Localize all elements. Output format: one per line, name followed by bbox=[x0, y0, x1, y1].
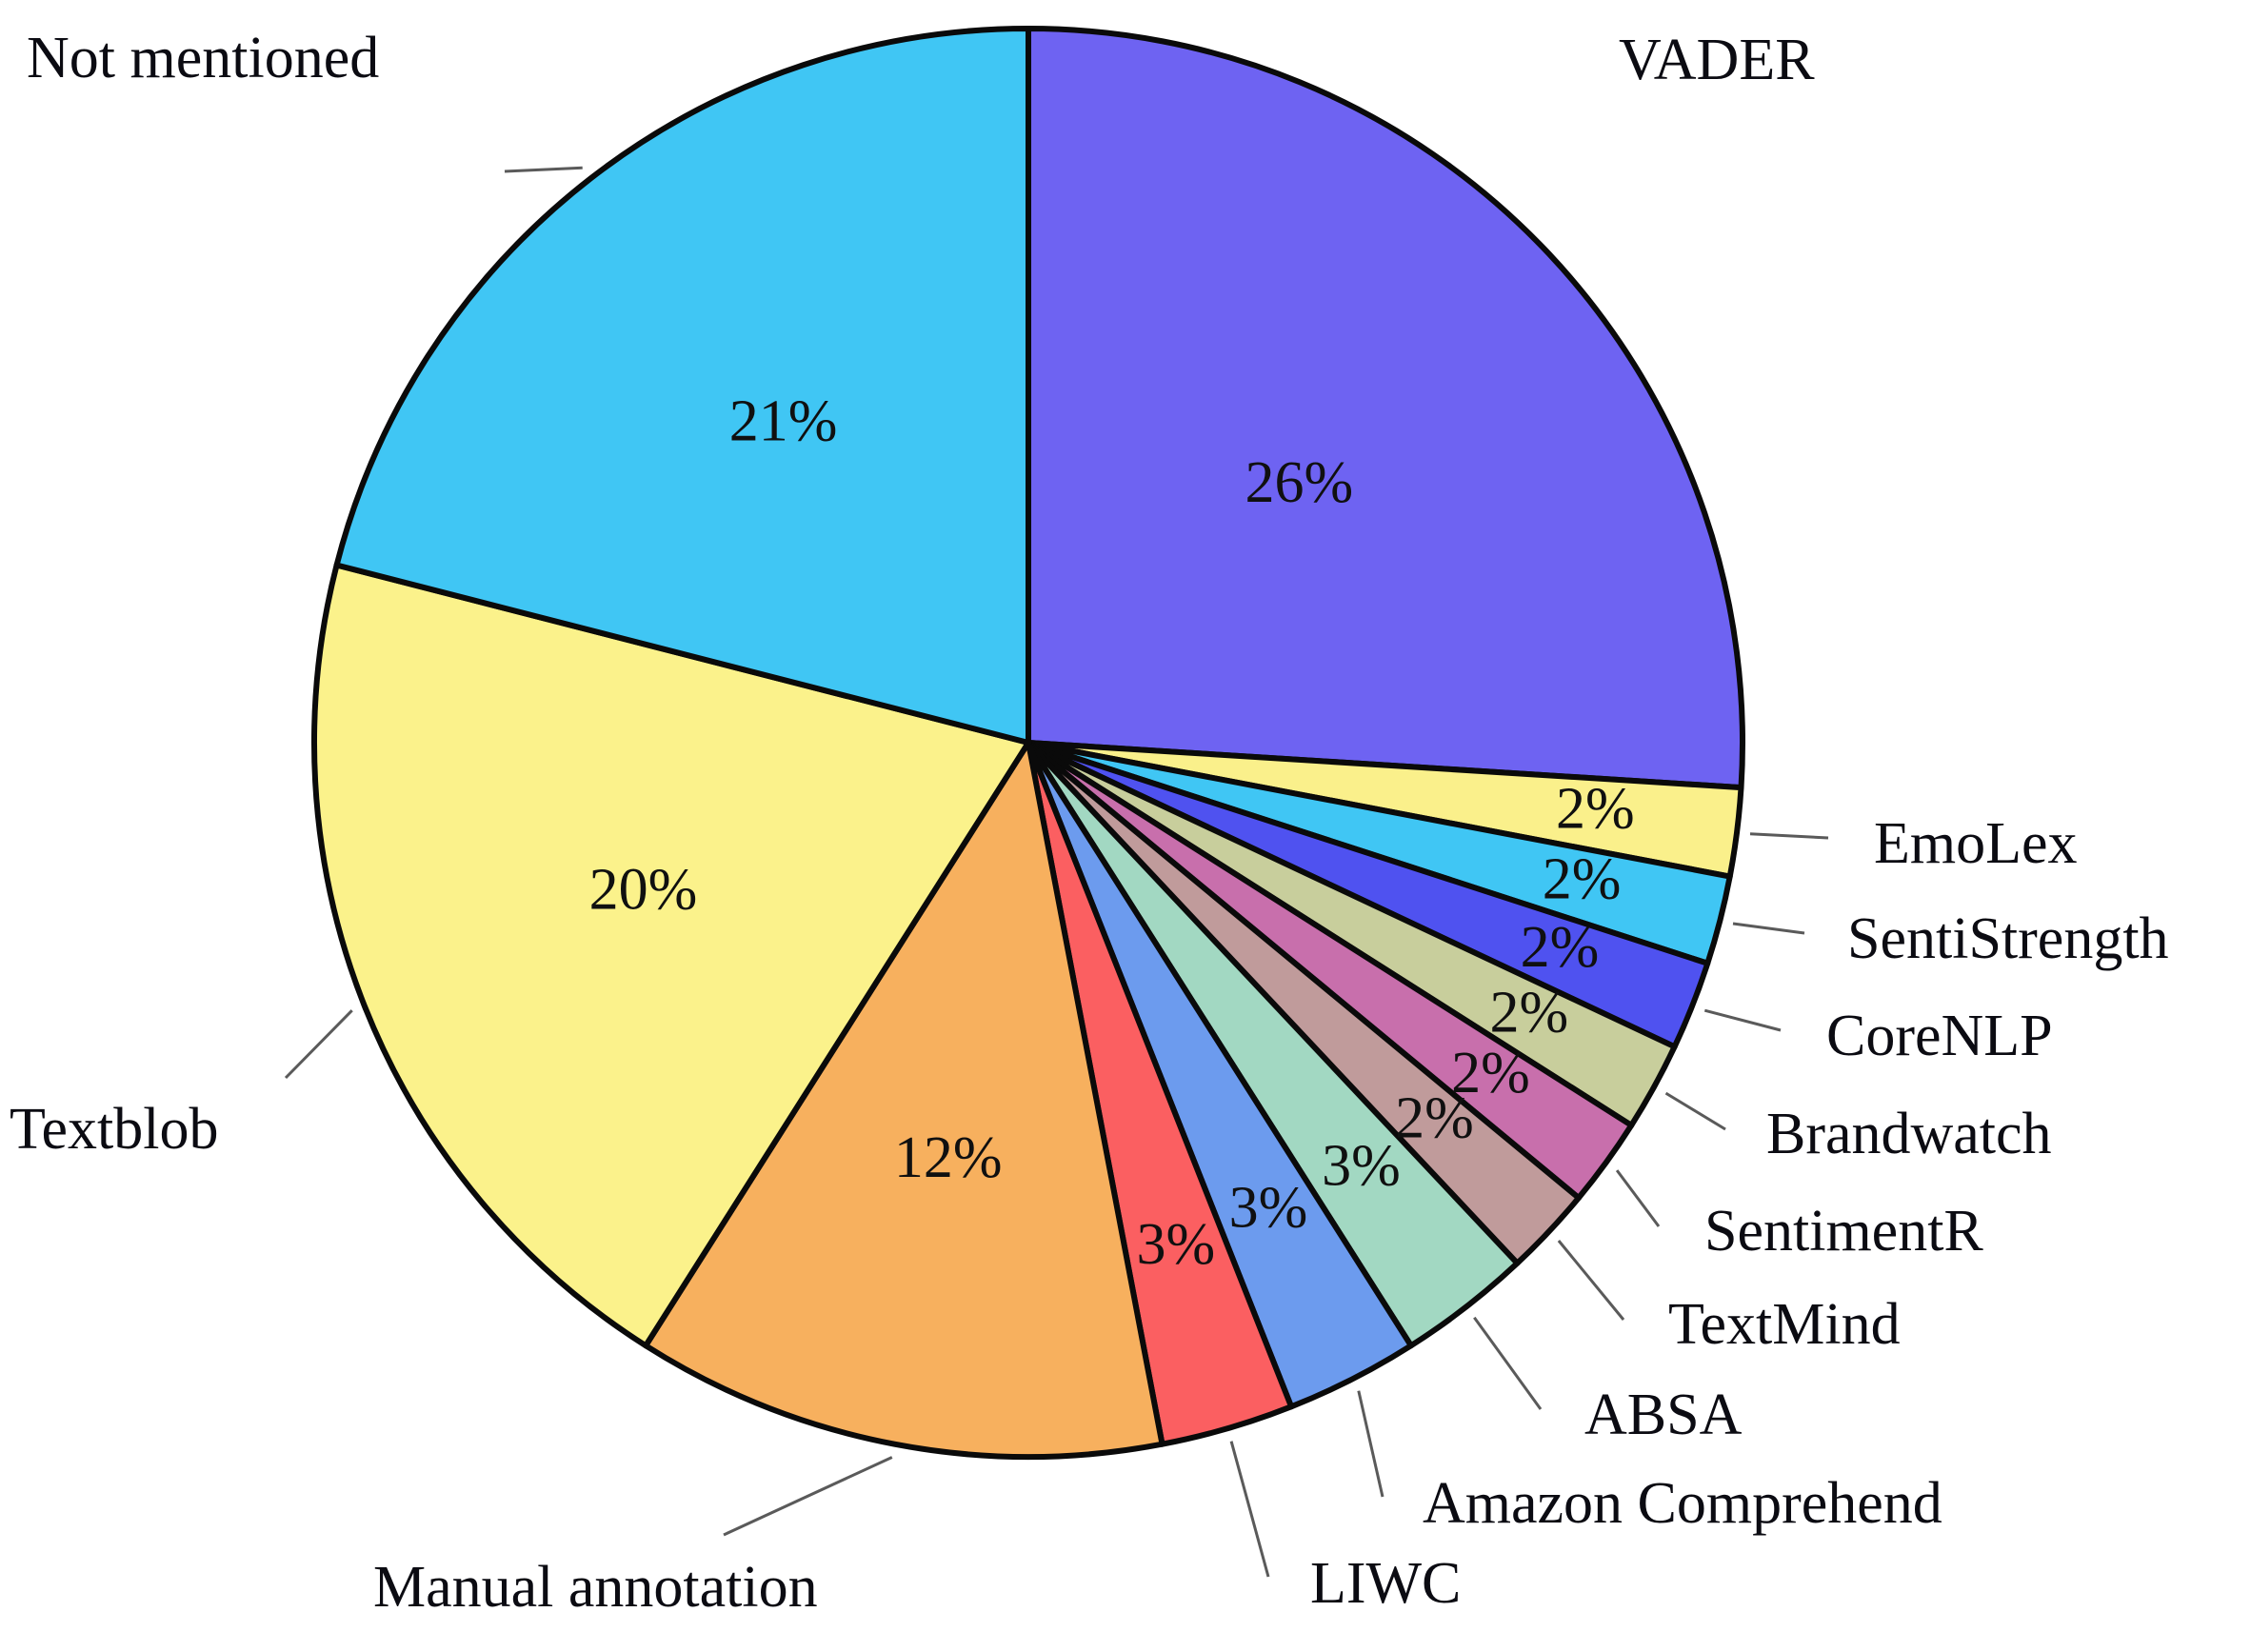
slice-percent-textblob: 20% bbox=[589, 857, 698, 922]
slice-label-absa: ABSA bbox=[1584, 1383, 1743, 1447]
slice-percent-corenlp: 2% bbox=[1521, 915, 1600, 980]
slice-label-corenlp: CoreNLP bbox=[1826, 1004, 2053, 1068]
slice-label-emolex: EmoLex bbox=[1874, 811, 2078, 876]
slice-percent-sentimentr: 2% bbox=[1451, 1041, 1530, 1105]
leader-line-textblob bbox=[284, 1009, 353, 1080]
leader-line-not-mentioned bbox=[504, 166, 583, 173]
leader-lines-group bbox=[284, 166, 1829, 1578]
slice-percent-brandwatch: 2% bbox=[1489, 980, 1568, 1045]
slice-percent-vader: 26% bbox=[1245, 450, 1353, 515]
pie-slice-vader[interactable] bbox=[1026, 26, 1745, 791]
leader-line-textmind bbox=[1557, 1240, 1625, 1321]
leader-line-emolex bbox=[1749, 832, 1829, 840]
leader-line-amazon-comprehend bbox=[1357, 1390, 1384, 1498]
leader-line-manual-annotation bbox=[723, 1456, 893, 1537]
slice-percent-liwc: 3% bbox=[1136, 1212, 1215, 1277]
slice-percent-labels-group: 26%2%2%2%2%2%2%3%3%3%12%20%21% bbox=[589, 388, 1635, 1277]
slice-percent-not-mentioned: 21% bbox=[729, 388, 838, 453]
slice-label-amazon-comprehend: Amazon Comprehend bbox=[1423, 1471, 1942, 1536]
slice-percent-textmind: 2% bbox=[1395, 1086, 1474, 1151]
slice-percent-manual-annotation: 12% bbox=[894, 1125, 1003, 1190]
slice-label-not-mentioned: Not mentioned bbox=[27, 26, 380, 90]
slice-label-liwc: LIWC bbox=[1310, 1551, 1462, 1616]
leader-line-brandwatch bbox=[1664, 1091, 1726, 1131]
pie-slice-manual-annotation[interactable] bbox=[643, 740, 1165, 1460]
slice-label-textmind: TextMind bbox=[1668, 1292, 1901, 1357]
slice-label-vader: VADER bbox=[1619, 28, 1815, 92]
slice-label-sentistrength: SentiStrength bbox=[1847, 906, 2169, 971]
leader-line-corenlp bbox=[1703, 1008, 1782, 1032]
slice-label-manual-annotation: Manual annotation bbox=[373, 1555, 818, 1620]
slice-label-brandwatch: Brandwatch bbox=[1766, 1102, 2052, 1166]
leader-line-liwc bbox=[1229, 1441, 1270, 1578]
slice-percent-amazon-comprehend: 3% bbox=[1229, 1176, 1308, 1241]
leader-line-sentimentr bbox=[1615, 1169, 1661, 1227]
leader-line-absa bbox=[1473, 1316, 1543, 1410]
pie-slice-textblob[interactable] bbox=[311, 562, 1031, 1349]
pie-slice-not-mentioned[interactable] bbox=[333, 26, 1031, 746]
pie-slices-group bbox=[311, 26, 1745, 1460]
leader-line-sentistrength bbox=[1732, 922, 1805, 935]
slice-label-textblob: Textblob bbox=[10, 1097, 219, 1162]
slice-percent-emolex: 2% bbox=[1556, 776, 1635, 841]
slice-percent-sentistrength: 2% bbox=[1543, 846, 1622, 911]
slice-label-sentimentr: SentimentR bbox=[1704, 1199, 1983, 1264]
slice-percent-absa: 3% bbox=[1322, 1134, 1401, 1199]
